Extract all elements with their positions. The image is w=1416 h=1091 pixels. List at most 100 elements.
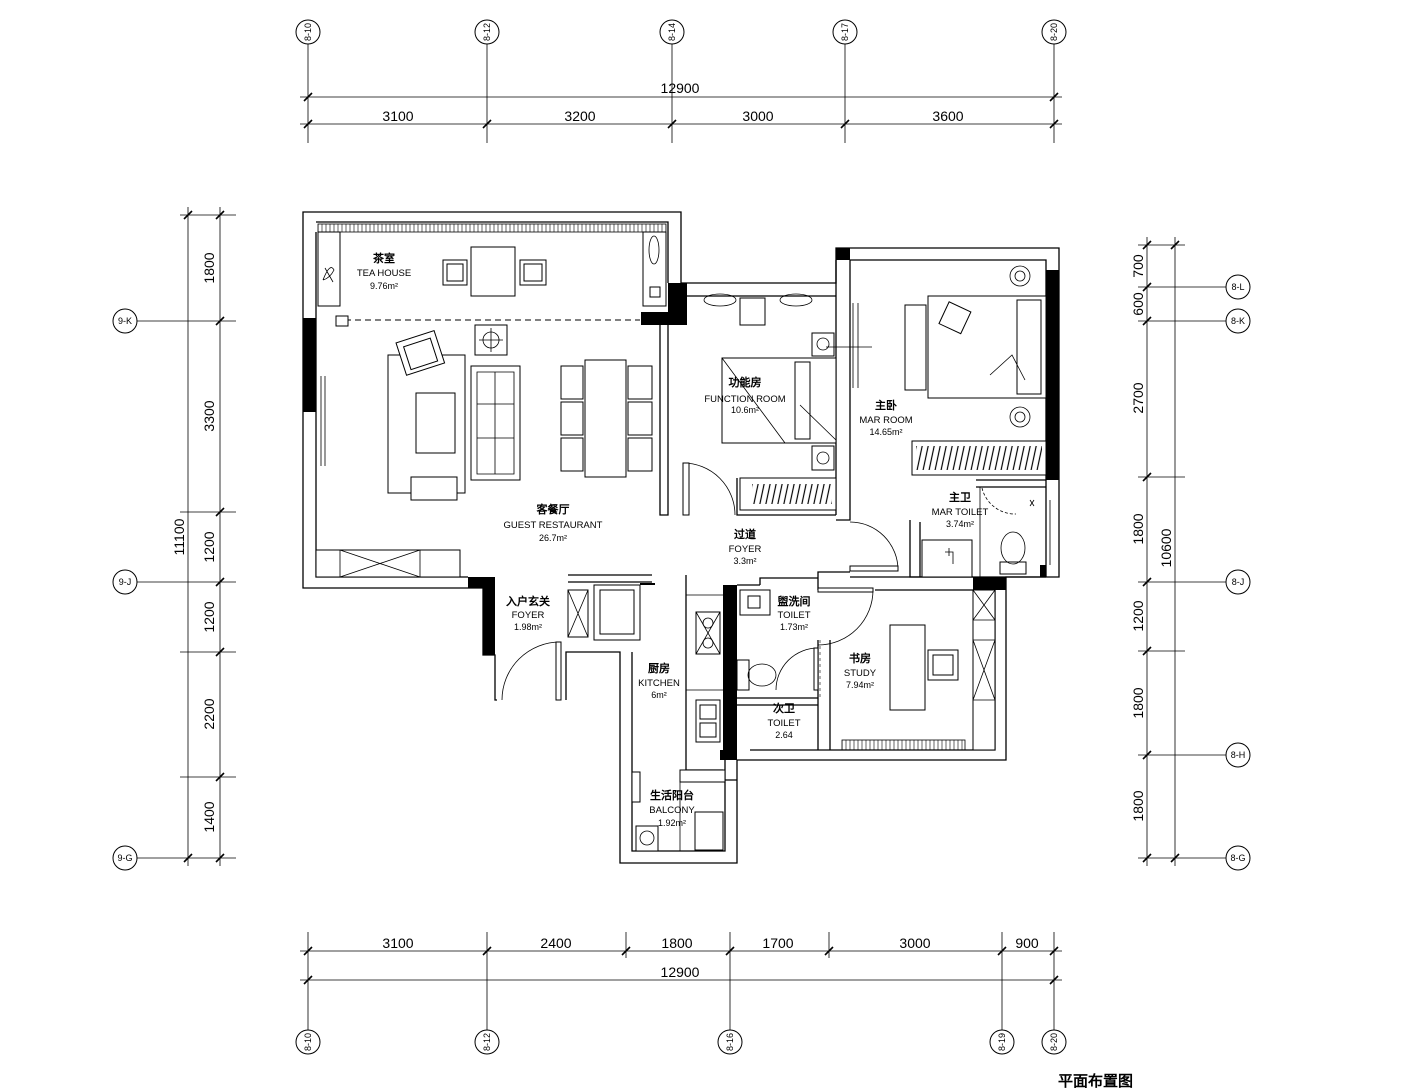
axis-bubble <box>1225 274 1251 300</box>
dimension-tick <box>1170 240 1180 250</box>
lamp-icon <box>1009 265 1031 287</box>
column <box>468 577 495 588</box>
dimension-tick <box>183 853 193 863</box>
axis-label: 8-10 <box>303 1033 313 1051</box>
room-area: 7.94m² <box>846 680 874 690</box>
dimension-tick <box>997 946 1007 956</box>
axis-bubble <box>1041 1029 1067 1055</box>
room-name-en: MAR TOILET <box>932 507 989 518</box>
bench <box>904 304 927 391</box>
axis-bubble <box>112 569 138 595</box>
dimension-tick <box>303 975 313 985</box>
room-area: 2.64 <box>775 730 793 740</box>
room-name-en: KITCHEN <box>638 678 680 689</box>
bookshelf-mark <box>972 589 996 701</box>
dim-right: 600 <box>1130 292 1146 316</box>
room-area: 1.73m² <box>780 622 808 632</box>
partition-wall <box>736 478 836 516</box>
room-name-en: FUNCTION ROOM <box>704 394 785 405</box>
decor-icon <box>703 293 737 307</box>
sink-bowl <box>699 704 717 720</box>
dim-bottom: 1700 <box>762 935 793 951</box>
cabinet-mark <box>339 549 421 578</box>
room-name-en: MAR ROOM <box>859 415 912 426</box>
cabinet-inner <box>599 589 635 635</box>
shower <box>921 539 973 578</box>
plant-icon <box>648 235 660 265</box>
axis-label: 8-12 <box>482 1033 492 1051</box>
stove-mark <box>695 611 721 655</box>
window <box>852 303 859 388</box>
axis-label: 8-20 <box>1049 23 1059 41</box>
dimension-tick <box>1049 119 1059 129</box>
axis-label: 8-20 <box>1049 1033 1059 1051</box>
axis-bubble <box>1225 308 1251 334</box>
room-name-cn: 书房 <box>849 651 871 665</box>
study-chair-seat <box>932 654 954 676</box>
fridge-mark <box>567 589 589 638</box>
dim-bottom: 900 <box>1015 935 1039 951</box>
top-axis-bubbles: 8-10 8-12 8-14 8-17 8-20 <box>295 19 1067 45</box>
axis-bubble <box>1225 569 1251 595</box>
axis-bubble <box>717 1029 743 1055</box>
room-name-cn: 盥洗间 <box>778 594 811 608</box>
wardrobe-hangers <box>752 484 832 504</box>
pipe <box>631 771 641 803</box>
bed-sheet <box>721 357 837 444</box>
glass-partition <box>979 487 1051 577</box>
room-name-cn: 入户玄关 <box>506 594 550 608</box>
tea-table <box>470 246 516 297</box>
axis-bubble <box>474 1029 500 1055</box>
column <box>836 248 850 260</box>
door-swing <box>682 462 736 516</box>
dim-right: 700 <box>1130 254 1146 278</box>
dimension-tick <box>303 946 313 956</box>
room-name-cn: 主卧 <box>875 398 897 412</box>
door-swing <box>981 487 1017 515</box>
room-name-cn: 主卫 <box>949 490 971 504</box>
axis-label: 8-L <box>1231 282 1244 292</box>
door-leaf <box>813 647 819 691</box>
cushion-icon <box>938 301 972 335</box>
door-swing <box>775 647 819 691</box>
dim-left: 1800 <box>201 252 217 283</box>
armchair <box>395 329 446 376</box>
axis-bubble <box>659 19 685 45</box>
right-axis-bubbles: 8-L 8-K 8-J 8-H 8-G <box>1225 274 1251 871</box>
dim-right: 1200 <box>1130 600 1146 631</box>
lamp-icon <box>1009 406 1031 428</box>
tea-chair-seat <box>446 263 464 282</box>
bed-sheet <box>989 354 1026 381</box>
dimension-tick <box>824 946 834 956</box>
toilet-icon <box>747 663 777 687</box>
armchair-seat <box>402 337 439 371</box>
dining-chair <box>560 401 584 436</box>
axis-bubble <box>295 1029 321 1055</box>
dimension-tick <box>1049 946 1059 956</box>
axis-bubble <box>1225 742 1251 768</box>
axis-bubble <box>989 1029 1015 1055</box>
axis-label: 8-10 <box>303 23 313 41</box>
drawing-title: 平面布置图 <box>1058 1072 1133 1090</box>
door-leaf <box>682 462 690 516</box>
dining-table <box>584 359 627 478</box>
axis-label: 8-14 <box>667 23 677 41</box>
door-swing <box>849 521 899 571</box>
axis-bubble <box>832 19 858 45</box>
dimension-tick <box>621 946 631 956</box>
dimension-tick <box>1049 92 1059 102</box>
pillow <box>794 361 811 440</box>
room-name-en: TOILET <box>777 610 810 621</box>
dimension-tick <box>1142 750 1152 760</box>
column <box>720 750 737 760</box>
room-area: 3.3m² <box>733 556 756 566</box>
lamp-icon <box>479 328 503 352</box>
axis-bubble <box>474 19 500 45</box>
dining-chair <box>627 365 653 400</box>
dimension-tick <box>215 316 225 326</box>
dimension-tick <box>1142 282 1152 292</box>
dimension-tick <box>215 507 225 517</box>
dining-chair <box>627 437 653 472</box>
lamp-icon <box>1014 270 1026 282</box>
room-labels: 茶室 TEA HOUSE 9.76m² 客餐厅 GUEST RESTAURANT… <box>357 251 989 828</box>
